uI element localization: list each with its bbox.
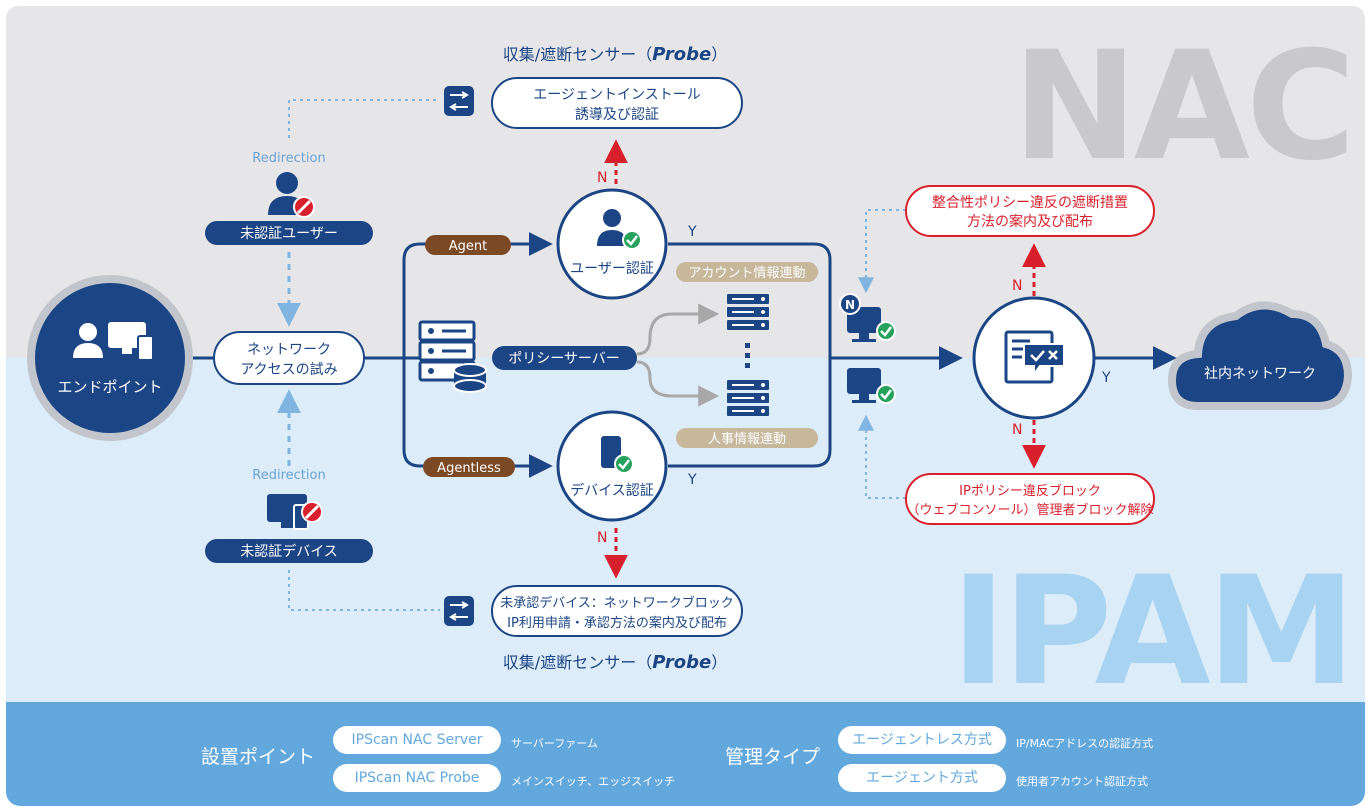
ip-block-line1: IPポリシー違反ブロック xyxy=(959,483,1101,499)
policy-to-account-arrow xyxy=(636,303,720,356)
agentless-desc: IP/MACアドレスの認証方式 xyxy=(1016,737,1154,750)
policy-check-no-bottom: N xyxy=(1012,422,1022,438)
unauth-device-pill xyxy=(205,539,373,563)
user-auth-output-line xyxy=(668,242,832,358)
redirection-label-bottom: Redirection xyxy=(252,468,325,483)
probe-title-bottom: 収集/遮断センサー（Probe） xyxy=(503,652,727,673)
probe-pill: IPScan NAC Probe xyxy=(333,764,501,792)
flow-line-agent xyxy=(402,232,553,358)
policy-server-label: ポリシーサーバー xyxy=(508,351,620,367)
probe-title-top: 収集/遮断センサー（Probe） xyxy=(503,44,727,65)
unapproved-device-box xyxy=(491,585,743,637)
nac-watermark: NAC xyxy=(1012,20,1352,194)
agent-install-box xyxy=(491,77,743,129)
device-check-icon xyxy=(601,436,634,474)
policy-server-pill xyxy=(492,346,637,370)
server-desc: サーバーファーム xyxy=(511,737,598,750)
corp-network-label: 社内ネットワーク xyxy=(1204,366,1316,382)
network-access-line1: ネットワーク xyxy=(247,342,331,358)
switch-icon xyxy=(444,596,474,626)
user-check-icon xyxy=(597,209,642,250)
agentless-pill: エージェントレス方式 xyxy=(838,726,1006,754)
agent-install-line2: 誘導及び認証 xyxy=(575,107,659,123)
network-access-line2: アクセスの試み xyxy=(240,362,337,378)
agentless-tag-label: Agentless xyxy=(437,461,501,476)
account-db-server-icon xyxy=(727,294,769,330)
policy-check-icon xyxy=(1004,330,1065,384)
endpoint-label: エンドポイント xyxy=(57,378,162,396)
compliance-feedback-line xyxy=(858,209,906,294)
user-auth-label: ユーザー認証 xyxy=(570,261,654,277)
corp-network-cloud-icon xyxy=(1167,301,1353,410)
management-type-label: 管理タイプ xyxy=(725,746,821,768)
hr-db-server-icon xyxy=(727,380,769,416)
ellipsis-dots xyxy=(745,343,750,368)
user-auth-no: N xyxy=(597,170,607,186)
unapproved-device-line1: 未承認デバイス：ネットワークブロック xyxy=(500,595,734,611)
agentless-tag xyxy=(423,457,515,477)
agent-tag-label: Agent xyxy=(449,239,487,254)
policy-check-yes: Y xyxy=(1101,370,1111,386)
compliance-line2: 方法の案内及び配布 xyxy=(967,213,1093,230)
compliance-box xyxy=(905,185,1155,237)
device-auth-label: デバイス認証 xyxy=(570,482,654,499)
unauth-device-label: 未認証デバイス xyxy=(240,543,338,560)
ipam-watermark: IPAM xyxy=(951,545,1352,719)
policy-to-hr-arrow xyxy=(636,360,720,407)
redirection-label-top: Redirection xyxy=(252,151,325,166)
agent-install-line1: エージェントインストール xyxy=(533,87,700,103)
policy-server-icon xyxy=(418,320,487,393)
endpoint-circle xyxy=(27,275,193,441)
ipblock-feedback-line xyxy=(858,414,906,499)
hr-link-pill xyxy=(676,428,818,448)
device-auth-yes: Y xyxy=(687,472,697,488)
device-auth-no: N xyxy=(597,530,607,546)
flow-line-agentless xyxy=(402,358,553,478)
nac-zone-background xyxy=(6,6,1365,358)
install-point-label: 設置ポイント xyxy=(201,746,316,768)
unapproved-device-line2: IP利用申請・承認方法の案内及び配布 xyxy=(507,615,727,631)
unauth-user-label: 未認証ユーザー xyxy=(240,226,338,242)
agent-badge: N xyxy=(845,298,855,312)
footer-legend: 設置ポイント IPScan NAC Server サーバーファーム IPScan… xyxy=(6,702,1365,806)
agent-pc-icon: N xyxy=(839,293,896,342)
device-auth-output-line xyxy=(668,358,832,468)
endpoint-icon xyxy=(73,322,154,361)
ip-block-line2: （ウェブコンソール）管理者ブロック解除 xyxy=(906,502,1153,518)
switch-icon xyxy=(444,86,474,116)
policy-check-no-top: N xyxy=(1012,278,1022,294)
redirection-line-bottom xyxy=(288,570,440,611)
unauth-user-pill xyxy=(205,221,373,245)
account-link-pill xyxy=(676,262,818,282)
account-link-label: アカウント情報連動 xyxy=(688,266,805,281)
agent-pill: エージェント方式 xyxy=(838,764,1006,792)
redirection-line-top xyxy=(288,99,440,138)
user-auth-yes: Y xyxy=(687,224,697,240)
probe-desc: メインスイッチ、エッジスイッチ xyxy=(511,775,676,788)
unauthenticated-device-icon xyxy=(267,494,323,530)
agentless-pc-icon xyxy=(847,368,896,404)
hr-link-label: 人事情報連動 xyxy=(708,432,786,447)
compliance-line1: 整合性ポリシー違反の遮断措置 xyxy=(932,195,1128,211)
ipam-zone-background xyxy=(6,358,1365,702)
unauthenticated-user-icon xyxy=(268,172,315,218)
agent-tag xyxy=(425,235,511,255)
ip-block-box xyxy=(905,473,1155,525)
agent-desc: 使用者アカウント認証方式 xyxy=(1016,775,1148,788)
server-pill: IPScan NAC Server xyxy=(333,726,501,754)
